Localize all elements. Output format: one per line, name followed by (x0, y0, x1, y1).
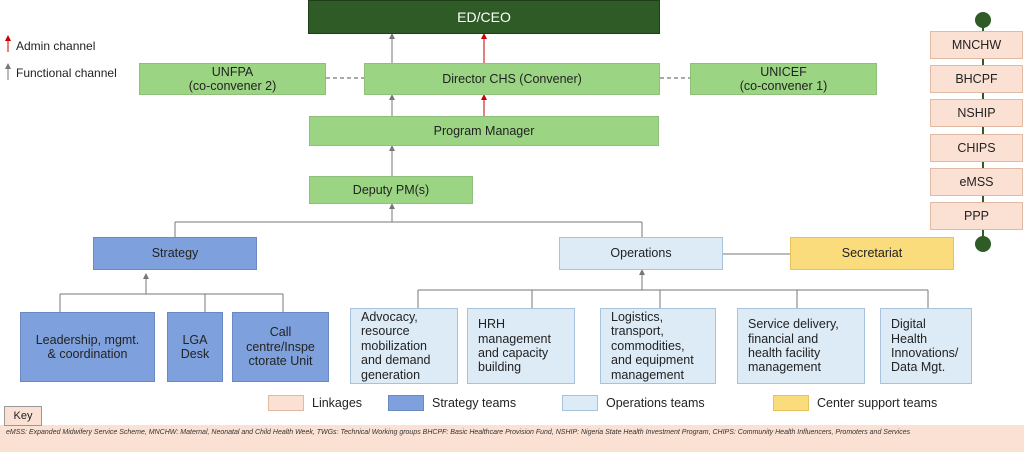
linkage-ppp[interactable]: PPP (930, 202, 1023, 230)
operations-team-service-delivery[interactable]: Service delivery, financial and health f… (737, 308, 865, 384)
linkage-top-node-icon (975, 12, 991, 28)
key-text: eMSS: Expanded Midwifery Service Scheme,… (6, 429, 911, 436)
strategy-box[interactable]: Strategy (93, 237, 257, 270)
key-bar (0, 425, 1024, 452)
legend-linkages-label: Linkages (312, 396, 363, 410)
legend-operations-label: Operations teams (606, 396, 705, 410)
linkage-bhcpf[interactable]: BHCPF (930, 65, 1023, 93)
legend-strategy-swatch (388, 395, 424, 411)
legend-center-label: Center support teams (817, 396, 938, 410)
linkage-bottom-node-icon (975, 236, 991, 252)
operations-team-logistics[interactable]: Logistics, transport, commodities, and e… (600, 308, 716, 384)
operations-team-advocacy[interactable]: Advocacy, resource mobilization and dema… (350, 308, 458, 384)
linkage-nship[interactable]: NSHIP (930, 99, 1023, 127)
legend-operations-swatch (562, 395, 598, 411)
key-label: Key (4, 406, 42, 426)
linkage-emss[interactable]: eMSS (930, 168, 1023, 196)
functional-channel-label: Functional channel (16, 66, 117, 80)
program-manager-box[interactable]: Program Manager (309, 116, 659, 146)
operations-team-digital-health[interactable]: Digital Health Innovations/ Data Mgt. (880, 308, 972, 384)
linkage-mnchw[interactable]: MNCHW (930, 31, 1023, 59)
legend-center-swatch (773, 395, 809, 411)
admin-channel-label: Admin channel (16, 39, 96, 53)
strategy-team-lga-desk[interactable]: LGA Desk (167, 312, 223, 382)
strategy-team-leadership[interactable]: Leadership, mgmt. & coordination (20, 312, 155, 382)
strategy-team-call-centre[interactable]: Call centre/Inspe ctorate Unit (232, 312, 329, 382)
legend-strategy-label: Strategy teams (432, 396, 517, 410)
deputy-pm-box[interactable]: Deputy PM(s) (309, 176, 473, 204)
operations-box[interactable]: Operations (559, 237, 723, 270)
director-box[interactable]: Director CHS (Convener) (364, 63, 660, 95)
secretariat-box[interactable]: Secretariat (790, 237, 954, 270)
linkage-chips[interactable]: CHIPS (930, 134, 1023, 162)
ceo-box[interactable]: ED/CEO (308, 0, 660, 34)
legend-linkages-swatch (268, 395, 304, 411)
operations-team-hrh[interactable]: HRH management and capacity building (467, 308, 575, 384)
unicef-box[interactable]: UNICEF (co-convener 1) (690, 63, 877, 95)
unfpa-box[interactable]: UNFPA (co-convener 2) (139, 63, 326, 95)
ceo-label: ED/CEO (457, 8, 511, 25)
